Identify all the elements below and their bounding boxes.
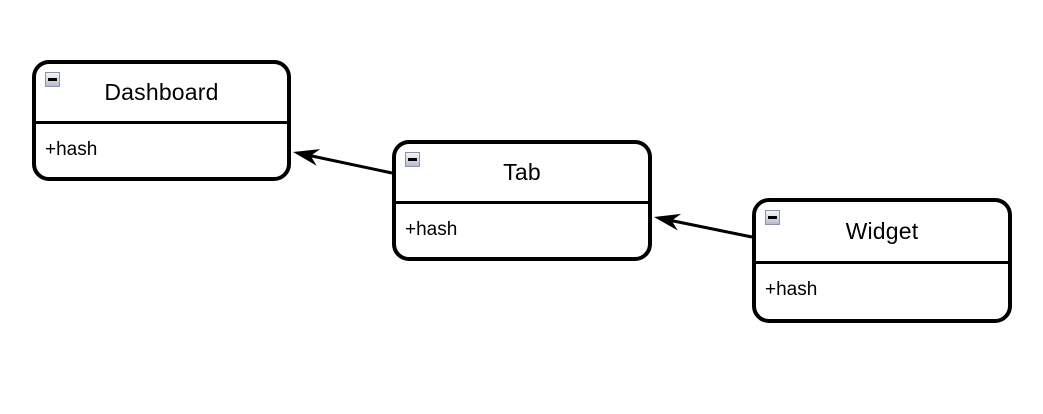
relationship-line — [310, 154, 393, 175]
arrow-head-icon — [654, 213, 682, 231]
class-attribute: +hash — [765, 279, 818, 300]
class-attribute: +hash — [45, 139, 98, 160]
uml-class-tab[interactable]: Tab +hash — [392, 140, 652, 261]
uml-class-widget[interactable]: Widget +hash — [752, 198, 1012, 323]
class-name-dashboard: Dashboard — [104, 79, 219, 105]
minus-icon-bar — [48, 78, 57, 81]
class-name-tab: Tab — [503, 159, 541, 185]
uml-class-dashboard[interactable]: Dashboard +hash — [32, 60, 291, 181]
relationship-line — [671, 219, 753, 239]
class-header-tab: Tab — [396, 144, 648, 204]
minus-icon[interactable] — [765, 210, 780, 225]
class-name-widget: Widget — [845, 218, 919, 244]
minus-icon[interactable] — [45, 72, 60, 87]
minus-icon-bar — [408, 158, 417, 161]
class-attributes-widget: +hash — [756, 264, 1008, 319]
minus-icon-bar — [768, 216, 777, 219]
arrow-head-icon — [293, 149, 321, 166]
minus-icon[interactable] — [405, 152, 420, 167]
class-attributes-dashboard: +hash — [36, 124, 287, 177]
class-header-widget: Widget — [756, 202, 1008, 264]
class-attribute: +hash — [405, 219, 458, 240]
class-attributes-tab: +hash — [396, 204, 648, 257]
class-header-dashboard: Dashboard — [36, 64, 287, 124]
